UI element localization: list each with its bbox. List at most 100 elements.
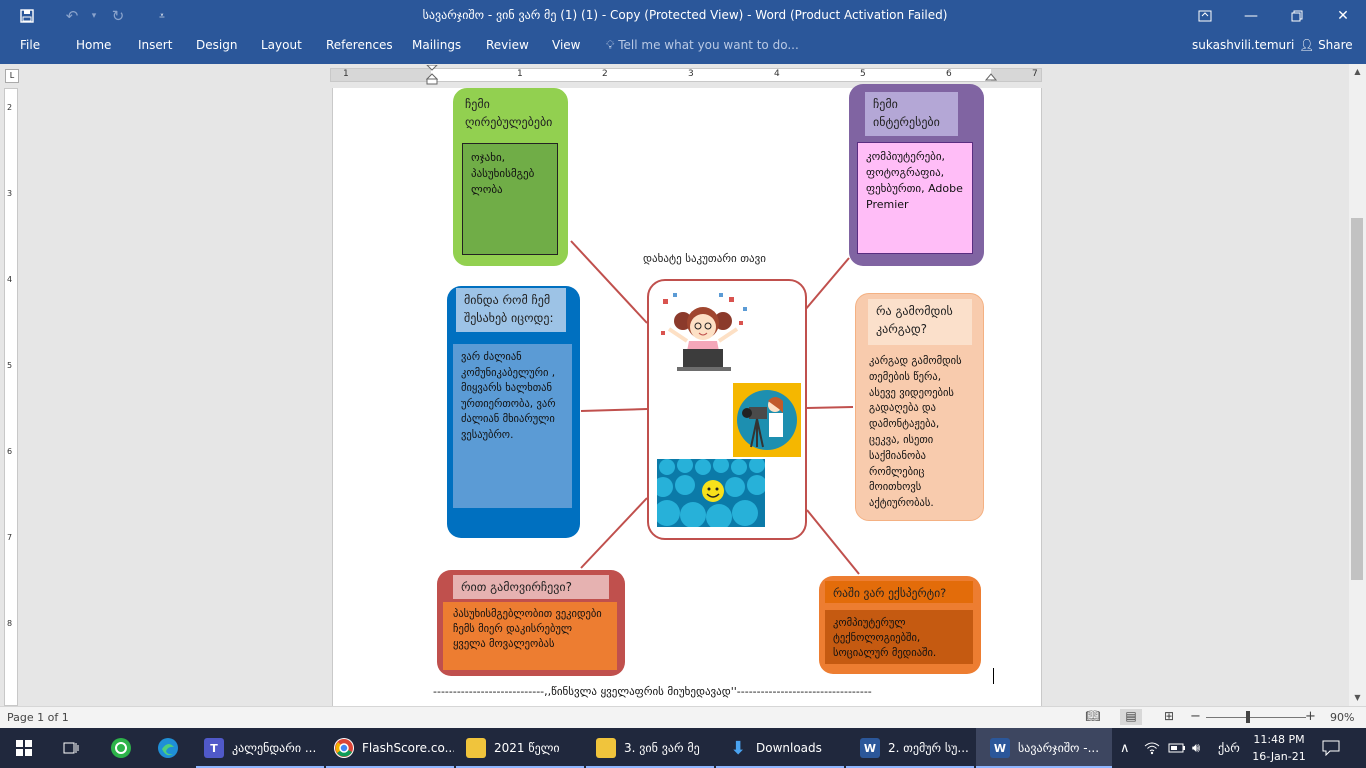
tab-view[interactable]: View — [552, 38, 581, 52]
girl-laptop-image — [661, 293, 747, 371]
vertical-scrollbar[interactable]: ▲ ▼ — [1349, 64, 1366, 706]
web-layout-icon[interactable]: ⊞ — [1163, 709, 1175, 723]
connector-line — [570, 240, 648, 324]
running-indicator — [716, 766, 844, 768]
language-indicator[interactable]: ქარ — [1218, 741, 1240, 755]
taskbar-item-downloads[interactable]: ⬇ Downloads — [716, 728, 844, 768]
interests-body: კომპიუტერები, ფოტოგრაფია, ფეხბურთი, Adob… — [857, 142, 973, 254]
ruler-number: 1 — [343, 69, 349, 79]
tab-design[interactable]: Design — [196, 38, 238, 52]
taskbar-item-label: სავარჯიშო -... — [1018, 741, 1100, 755]
word-icon: W — [860, 738, 880, 758]
center-label: დახატე საკუთარი თავი — [643, 252, 766, 265]
taskbar-item-2021[interactable]: 2021 წელი — [456, 728, 584, 768]
ruler-left-margin — [331, 69, 431, 81]
tab-layout[interactable]: Layout — [261, 38, 302, 52]
document-page[interactable]: ჩემი ღირებულებები ოჯახი, პასუხისმგებ ლობ… — [332, 84, 1042, 706]
text-cursor — [993, 668, 994, 684]
taskbar: T კალენდარი ... FlashScore.co... 2021 წე… — [0, 728, 1366, 768]
ruler-number: 3 — [688, 69, 694, 79]
lightbulb-icon: 💡︎ — [606, 38, 615, 52]
show-hidden-icons-icon[interactable]: ∧ — [1120, 740, 1130, 756]
ruler-number: 6 — [946, 69, 952, 79]
scroll-up-icon[interactable]: ▲ — [1354, 67, 1361, 76]
zoom-out-icon[interactable]: − — [1190, 709, 1201, 724]
tab-references[interactable]: References — [326, 38, 393, 52]
notifications-icon[interactable] — [1322, 728, 1340, 768]
good-at-body: კარგად გამომდის თემების წერა, ასევე ვიდე… — [861, 348, 977, 516]
vruler-number: 3 — [7, 189, 13, 198]
windows-start-icon[interactable] — [0, 728, 48, 768]
app-circle-icon[interactable] — [101, 728, 141, 768]
taskbar-item-label: კალენდარი ... — [232, 741, 317, 755]
zoom-slider[interactable] — [1206, 717, 1306, 718]
clock-date: 16-Jan-21 — [1252, 750, 1306, 763]
taskbar-item-who-am-i[interactable]: 3. ვინ ვარ მე — [586, 728, 714, 768]
taskbar-item-word-active[interactable]: W სავარჯიშო -... — [976, 728, 1112, 768]
vruler-number: 6 — [7, 447, 13, 456]
customize-icon[interactable]: ⩡ — [159, 10, 165, 22]
running-indicator — [196, 766, 324, 768]
vertical-ruler: 2 3 4 5 6 7 8 — [4, 88, 18, 706]
expert-box: რაში ვარ ექსპერტი? კომპიუტერულ ტექნოლოგი… — [819, 576, 981, 674]
battery-icon[interactable] — [1168, 728, 1186, 768]
undo-icon[interactable]: ↶ — [65, 7, 79, 25]
tab-insert[interactable]: Insert — [138, 38, 173, 52]
ribbon-tabs: File Home Insert Design Layout Reference… — [0, 32, 1366, 64]
want-know-header: მინდა რომ ჩემ შესახებ იცოდე: — [456, 288, 566, 332]
zoom-slider-thumb[interactable] — [1246, 711, 1250, 723]
tab-mailings[interactable]: Mailings — [412, 38, 462, 52]
status-bar: Page 1 of 1 📖︎ ▤ ⊞ − + 90% — [0, 706, 1366, 728]
interests-header: ჩემი ინტერესები — [865, 92, 958, 136]
tab-selector[interactable]: L — [5, 69, 19, 83]
taskbar-item-flashscore[interactable]: FlashScore.co... — [326, 728, 454, 768]
save-icon[interactable] — [13, 5, 41, 27]
tab-review[interactable]: Review — [486, 38, 529, 52]
ribbon-display-icon[interactable] — [1182, 0, 1228, 32]
task-view-icon[interactable] — [51, 728, 91, 768]
running-indicator — [976, 766, 1112, 768]
redo-icon[interactable]: ↻ — [111, 7, 125, 25]
minimize-icon[interactable]: — — [1244, 8, 1258, 24]
vruler-number: 8 — [7, 619, 13, 628]
zoom-in-icon[interactable]: + — [1305, 709, 1316, 724]
window-title: სავარჯიშო - ვინ ვარ მე (1) (1) - Copy (P… — [422, 8, 948, 22]
cameraman-image — [733, 383, 801, 457]
tab-file[interactable]: File — [20, 38, 41, 52]
vruler-number: 7 — [7, 533, 13, 542]
print-layout-icon[interactable]: ▤ — [1120, 709, 1142, 725]
distinguish-header: რით გამოვირჩევი? — [453, 575, 609, 599]
tab-home[interactable]: Home — [76, 38, 112, 52]
zoom-level[interactable]: 90% — [1330, 711, 1355, 724]
tell-me-search[interactable]: 💡︎ Tell me what you want to do... — [606, 38, 799, 53]
taskbar-item-calendar[interactable]: T კალენდარი ... — [196, 728, 324, 768]
scroll-down-icon[interactable]: ▼ — [1354, 693, 1361, 702]
share-button[interactable]: 👤︎ Share — [1299, 38, 1353, 52]
right-indent-marker-icon[interactable] — [985, 71, 997, 81]
close-icon[interactable]: ✕ — [1337, 8, 1349, 24]
distinguish-box: რით გამოვირჩევი? პასუხისმგებლობით ვეკიდე… — [437, 570, 625, 676]
edge-icon[interactable] — [148, 728, 188, 768]
read-mode-icon[interactable]: 📖︎ — [1085, 709, 1101, 723]
taskbar-item-label: Downloads — [756, 741, 822, 755]
taskbar-item-word-2[interactable]: W 2. თემურ სუ... — [846, 728, 974, 768]
system-clock[interactable]: 11:48 PM 16-Jan-21 — [1249, 731, 1309, 765]
expert-header: რაში ვარ ექსპერტი? — [825, 581, 973, 603]
tell-me-label: Tell me what you want to do... — [618, 38, 799, 52]
folder-icon — [596, 738, 616, 758]
indent-marker-icon[interactable] — [426, 65, 438, 85]
running-indicator — [326, 766, 454, 768]
connector-line — [580, 497, 648, 569]
teams-icon: T — [204, 738, 224, 758]
page-count[interactable]: Page 1 of 1 — [7, 711, 69, 724]
user-account[interactable]: sukashvili.temuri — [1192, 38, 1295, 52]
undo-dropdown-icon[interactable]: ▾ — [91, 11, 97, 21]
scroll-thumb[interactable] — [1351, 218, 1363, 580]
ruler-number: 2 — [602, 69, 608, 79]
ruler-number: 1 — [517, 69, 523, 79]
want-know-box: მინდა რომ ჩემ შესახებ იცოდე: ვარ ძალიან … — [447, 286, 580, 538]
horizontal-ruler[interactable]: 1 1 2 3 4 5 6 7 — [330, 65, 1042, 85]
volume-icon[interactable]: 🔊︎ — [1192, 740, 1201, 756]
network-icon[interactable] — [1144, 728, 1160, 768]
restore-icon[interactable] — [1274, 0, 1320, 32]
